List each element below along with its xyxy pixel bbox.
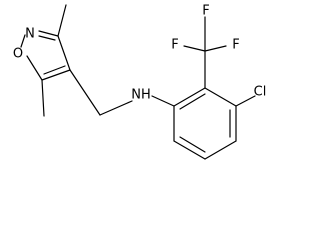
bond-c4-c5-double [43, 65, 66, 75]
bond-cf3-f-right [204, 45, 227, 52]
bond-o-n [20, 34, 26, 48]
bond-c3-methyl [57, 4, 67, 37]
label-layer: N O NH Cl F F F [13, 4, 266, 103]
bond-c5-c6-ar-double [179, 136, 206, 153]
bond-n-c3 [38, 30, 59, 37]
ring-oxygen-label: O [13, 47, 23, 62]
bond-layer [20, 4, 256, 160]
bond-c1-c2 [173, 87, 206, 107]
fluorine-top-label: F [202, 4, 209, 19]
bond-cf3-f-left [183, 45, 206, 52]
bond-c4-c5-ar [204, 140, 237, 160]
bond-n-c3-double [38, 35, 56, 41]
molecule-structure: N O NH Cl F F F [13, 4, 266, 160]
bond-c5-methyl [41, 79, 45, 117]
bond-nh-c1 [151, 95, 175, 107]
chloro-label: Cl [254, 85, 267, 100]
bond-c4-cl [235, 95, 256, 107]
bond-c1-c2-double [179, 93, 206, 110]
bond-ch2-nh [99, 100, 133, 116]
bond-c3-c4 [57, 35, 71, 71]
bond-c5-o [26, 55, 43, 81]
amine-label: NH [131, 88, 151, 103]
fluorine-right-label: F [232, 38, 239, 53]
bond-c2-c3 [204, 87, 237, 107]
bond-c5-c6-ar [173, 140, 206, 160]
bond-c4-c5 [41, 69, 71, 81]
bond-c4-ch2 [69, 69, 101, 116]
fluorine-left-label: F [171, 38, 178, 53]
ring-nitrogen-label: N [25, 27, 35, 42]
